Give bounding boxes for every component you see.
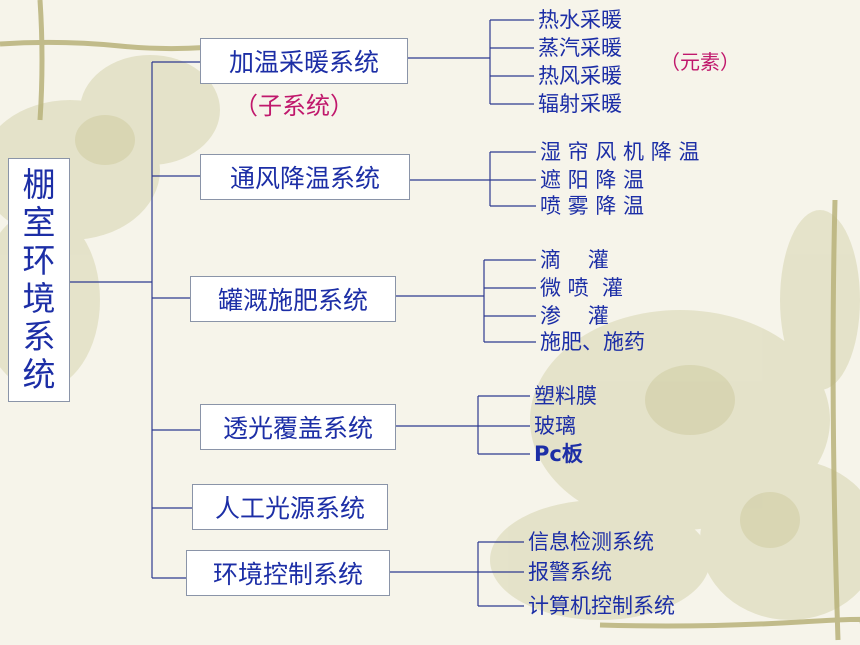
subsystem-note: （子系统） [234,92,354,120]
subsystem-ventilation: 通风降温系统 [200,154,410,200]
root-label: 棚室环境系统 [22,165,56,394]
root-node: 棚室环境系统 [8,158,70,402]
subsystem-label: 罐溉施肥系统 [217,286,368,315]
element-plastic-film: 塑料膜 [534,384,597,408]
subsystem-heating: 加温采暖系统 [200,38,408,84]
element-seepage-irrigation: 渗 灌 [540,304,609,328]
element-hot-air-heating: 热风采暖 [538,64,622,88]
element-hot-water-heating: 热水采暖 [538,8,622,32]
element-pc-board: Pc板 [534,442,583,466]
element-alarm: 报警系统 [528,560,612,584]
element-shading: 遮 阳 降 温 [540,168,645,192]
element-glass: 玻璃 [534,414,576,438]
element-wet-curtain-fan: 湿 帘 风 机 降 温 [540,140,700,164]
subsystem-control: 环境控制系统 [186,550,390,596]
subsystem-label: 环境控制系统 [212,560,363,589]
element-drip-irrigation: 滴 灌 [540,248,609,272]
subsystem-artificial-light: 人工光源系统 [192,484,388,530]
element-spray-cooling: 喷 雾 降 温 [540,194,645,218]
element-computer-control: 计算机控制系统 [528,594,675,618]
element-radiant-heating: 辐射采暖 [538,92,622,116]
subsystem-label: 通风降温系统 [229,164,380,193]
subsystem-label: 透光覆盖系统 [222,414,373,443]
subsystem-irrigation: 罐溉施肥系统 [190,276,396,322]
element-note: （元素） [660,50,740,74]
subsystem-label: 人工光源系统 [214,494,365,523]
element-monitoring: 信息检测系统 [528,530,654,554]
subsystem-covering: 透光覆盖系统 [200,404,396,450]
element-steam-heating: 蒸汽采暖 [538,36,622,60]
subsystem-label: 加温采暖系统 [228,48,379,77]
element-micro-spray: 微 喷 灌 [540,276,624,300]
element-fertilizing: 施肥、施药 [540,330,645,354]
